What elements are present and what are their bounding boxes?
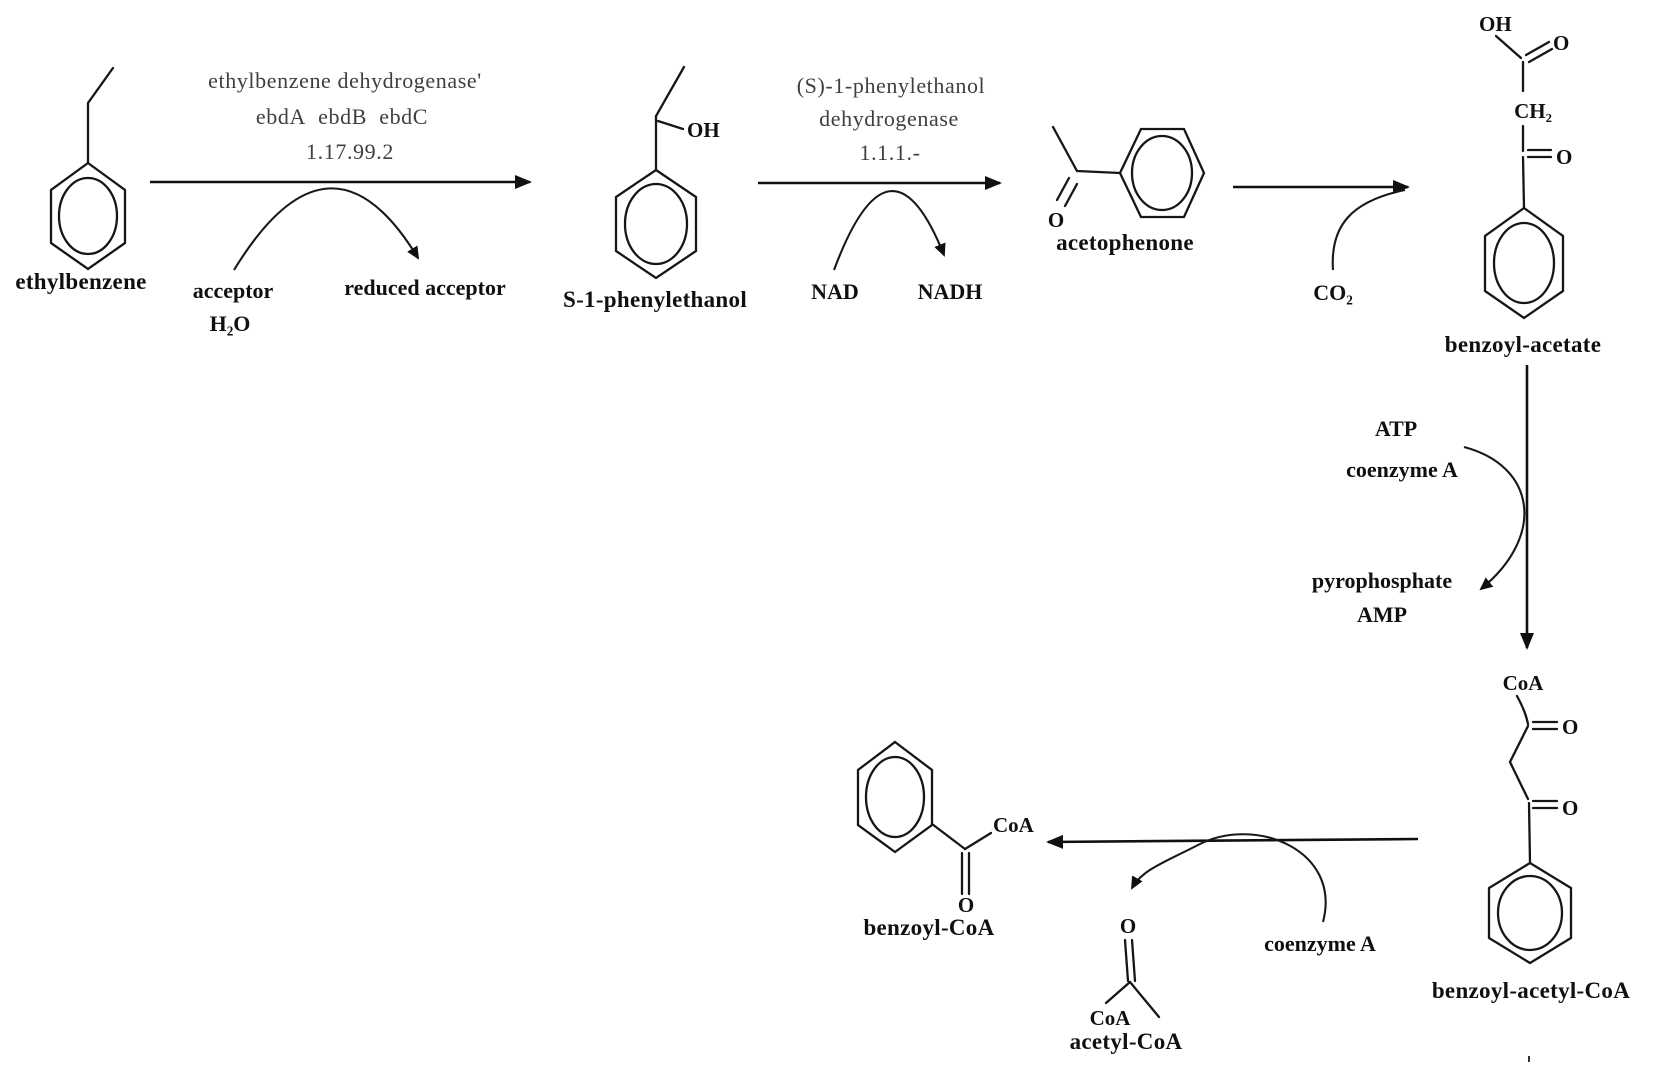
cosubstrate-co2: CO₂ — [1313, 280, 1353, 305]
ec-number-step1: 1.17.99.2 — [306, 139, 394, 164]
methyl-bond — [1051, 125, 1079, 173]
carbonyl-double-bond — [960, 851, 971, 896]
ketone-double-bond — [1526, 148, 1553, 159]
cosubstrate-arc-step3 — [1331, 188, 1406, 271]
thioester-double-bond — [1531, 720, 1559, 731]
side-chain-bond — [654, 65, 686, 172]
methyl-branch-bond — [1128, 980, 1161, 1019]
o-label: O — [1562, 796, 1578, 820]
benzoyl-acetate-structure: OH O CH₂ O — [1479, 12, 1572, 320]
o-label: O — [1048, 208, 1064, 232]
benzoyl-acetyl-coa-structure: CoA O O — [1487, 671, 1578, 965]
ethyl-chain-bond — [86, 66, 115, 165]
cosubstrate-atp: ATP — [1375, 416, 1417, 441]
coa-branch-bond — [1104, 980, 1132, 1005]
coa-bond — [1515, 694, 1530, 726]
enzyme-name-step1: ethylbenzene dehydrogenase' — [208, 68, 482, 93]
benzene-ring — [1483, 206, 1565, 320]
benzene-ring — [49, 161, 127, 271]
coproduct-pyrophosphate: pyrophosphate — [1312, 568, 1452, 593]
cosubstrate-coenzyme-a: coenzyme A — [1346, 457, 1458, 482]
s1-phenylethanol-structure: OH — [614, 65, 720, 280]
ec-number-step2: 1.1.1.- — [859, 140, 920, 165]
gene-names-step1: ebdA ebdB ebdC — [256, 104, 428, 129]
acetophenone-structure: O — [1048, 125, 1206, 232]
benzene-ring — [1118, 127, 1206, 219]
coproduct-amp: AMP — [1357, 602, 1407, 627]
acetyl-coa-structure: O CoA — [1090, 914, 1161, 1030]
benzene-ring — [614, 168, 698, 280]
compound-label-ethylbenzene: ethylbenzene — [15, 269, 146, 294]
cosubstrate-coenzyme-a-step5: coenzyme A — [1264, 931, 1376, 956]
benzene-ring-circle — [57, 176, 119, 256]
cofactor-arc-step5 — [1131, 833, 1327, 923]
o-label: O — [958, 893, 974, 917]
o-label: O — [1120, 914, 1136, 938]
benzene-ring — [856, 740, 934, 854]
cofactor-arc-step2 — [833, 190, 946, 271]
o-label: O — [1562, 715, 1578, 739]
coa-label: CoA — [1503, 671, 1545, 695]
benzene-ring-circle — [1496, 874, 1564, 952]
o-label: O — [1556, 145, 1572, 169]
hydroxyl-bond — [656, 119, 685, 131]
oh-label: OH — [1479, 12, 1512, 36]
ketone-double-bond — [1531, 799, 1559, 810]
benzene-ring — [1487, 861, 1573, 965]
ch2-label: CH₂ — [1514, 99, 1552, 123]
benzene-ring-circle — [864, 755, 926, 839]
coa-label: CoA — [1090, 1006, 1132, 1030]
carbonyl-double-bond — [1123, 938, 1137, 983]
coproduct-nadh: NADH — [918, 279, 983, 304]
benzene-ring-circle — [623, 182, 689, 266]
cofactor-arc-step4 — [1463, 445, 1526, 591]
compound-label-benzoyl-acetyl-coa: benzoyl-acetyl-CoA — [1432, 978, 1630, 1003]
compound-label-s1-phenylethanol: S-1-phenylethanol — [563, 287, 747, 312]
benzene-ring-circle — [1130, 134, 1194, 212]
benzene-ring-circle — [1492, 221, 1556, 305]
compound-label-benzoyl-acetate: benzoyl-acetate — [1445, 332, 1602, 357]
enzyme-name-step2-line2: dehydrogenase — [819, 106, 959, 131]
carbonyl-double-bond — [1055, 176, 1079, 208]
benzoyl-coa-structure: CoA O — [856, 740, 1035, 917]
hydroxyl-bond — [1494, 34, 1523, 60]
c-ring-bond — [1527, 801, 1532, 865]
ring-bond — [1075, 169, 1122, 175]
ring-c-bond — [930, 822, 967, 851]
coproduct-reduced-acceptor: reduced acceptor — [344, 275, 506, 300]
scan-speck — [1528, 1056, 1530, 1062]
cosubstrate-h2o: H₂O — [210, 311, 251, 336]
compound-label-benzoyl-coa: benzoyl-CoA — [863, 915, 994, 940]
oh-label: OH — [687, 118, 720, 142]
coa-label: CoA — [993, 813, 1035, 837]
chain-zigzag-bond — [1508, 724, 1530, 801]
carboxyl-double-bond — [1524, 40, 1554, 64]
c-ring-bond — [1521, 155, 1526, 210]
compound-label-acetophenone: acetophenone — [1056, 230, 1194, 255]
enzyme-name-step2-line1: (S)-1-phenylethanol — [797, 73, 986, 98]
cofactor-arc-step1 — [233, 187, 420, 271]
o-label: O — [1553, 31, 1569, 55]
coa-bond — [963, 831, 993, 851]
cosubstrate-acceptor: acceptor — [193, 278, 274, 303]
reaction-arrow-step5 — [1046, 834, 1419, 849]
cosubstrate-nad: NAD — [811, 279, 859, 304]
ethylbenzene-structure — [49, 66, 127, 271]
compound-label-acetyl-coa: acetyl-CoA — [1070, 1029, 1183, 1054]
